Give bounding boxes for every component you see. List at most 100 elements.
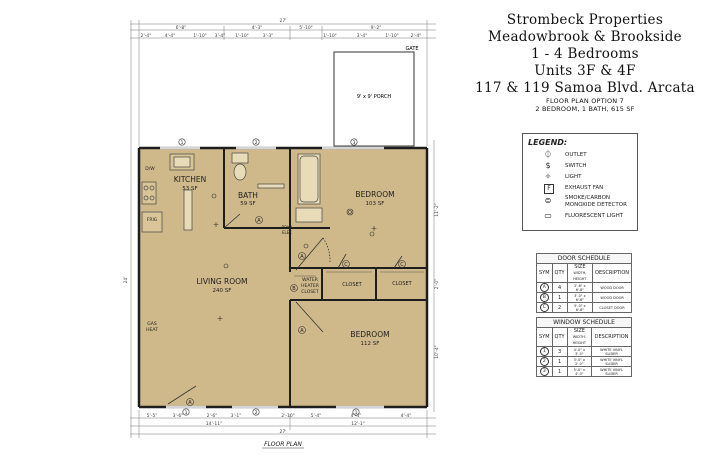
dimension-text: 27' 6'-8" 4'-3" 5'-10" 9'-2" 2'-4" 4'-4"… — [123, 18, 440, 435]
legend-box: LEGEND: ⏀ OUTLET $ SWITCH ✧ LIGHT F EXHA… — [522, 133, 638, 231]
water-heater-label-2: HEATER — [301, 283, 319, 289]
svg-text:4'-4": 4'-4" — [165, 33, 176, 39]
door-tags: A A B A A C C — [186, 216, 406, 406]
interior-walls — [223, 148, 427, 406]
bath-label: BATH — [238, 191, 258, 200]
legend-fluorescent-light: FLUORESCENT LIGHT — [565, 213, 624, 219]
fluorescent-light-icon: ▭ — [544, 211, 552, 220]
table-row: C 2 5'-0" x 6'-8" CLOSET DOOR — [536, 302, 632, 313]
water-heater-label-1: WATER — [302, 277, 318, 283]
smoke-detector-icon: ⊜ — [544, 196, 552, 205]
legend-light: LIGHT — [565, 174, 582, 180]
table-row: A 4 2'-6" x 6'-8" WOOD DOOR — [536, 282, 632, 293]
window-header-qty: QTY — [551, 327, 568, 347]
legend-exhaust-fan: EXHAUST FAN — [565, 185, 604, 191]
window-header-description: DESCRIPTION — [591, 327, 632, 347]
porch-outline — [333, 51, 415, 147]
svg-text:4'-3": 4'-3" — [252, 25, 263, 31]
svg-text:A: A — [188, 400, 192, 406]
bedroom1-area: 103 SF — [366, 201, 385, 207]
closet2-label: CLOSET — [392, 281, 412, 287]
svg-text:2'-4": 2'-4" — [411, 33, 422, 39]
svg-text:3'-3": 3'-3" — [263, 33, 274, 39]
svg-text:2'-4": 2'-4" — [141, 33, 152, 39]
title-units: Units 3F & 4F — [534, 63, 636, 79]
water-heater-label-3: CLOSET — [301, 289, 319, 295]
title-company: Strombeck Properties — [506, 12, 664, 28]
living-room-area: 240 SF — [213, 288, 232, 294]
svg-text:C: C — [344, 262, 348, 268]
kitchen-area: 53 SF — [182, 186, 197, 192]
svg-text:3'-6": 3'-6" — [173, 413, 184, 419]
svg-text:3'-4": 3'-4" — [215, 33, 226, 39]
table-row: 2 1 3'-0" x 2'-0" WHITE VINYL SLIDER — [536, 356, 632, 367]
window-tags: 1 2 3 1 2 1 — [178, 138, 360, 416]
svg-text:10'-4": 10'-4" — [434, 345, 440, 359]
title-option: FLOOR PLAN OPTION 7 — [546, 97, 624, 105]
closet-shelves — [294, 271, 424, 277]
table-row: B 1 3'-0" x 6'-8" WOOD DOOR — [536, 292, 632, 303]
svg-text:1: 1 — [185, 410, 188, 416]
svg-text:2'-10": 2'-10" — [281, 413, 295, 419]
door-header-description: DESCRIPTION — [592, 263, 632, 283]
svg-text:11'-2": 11'-2" — [434, 203, 440, 217]
svg-text:A: A — [257, 218, 261, 224]
svg-text:9'-2": 9'-2" — [371, 25, 382, 31]
svg-text:4'-4": 4'-4" — [401, 413, 412, 419]
window-frames — [160, 147, 384, 408]
title-block: Strombeck Properties Meadowbrook & Brook… — [470, 12, 700, 113]
svg-text:14'-11": 14'-11" — [206, 421, 222, 427]
svg-text:27': 27' — [280, 18, 287, 24]
legend-switch: SWITCH — [565, 163, 587, 169]
svg-text:2: 2 — [255, 410, 258, 416]
svg-text:2'-0": 2'-0" — [434, 279, 440, 290]
svg-text:1'-10": 1'-10" — [235, 33, 249, 39]
living-room-label: LIVING ROOM — [196, 277, 247, 286]
exhaust-fan-icon: F — [544, 184, 554, 194]
svg-text:1'-10": 1'-10" — [385, 33, 399, 39]
title-community: Meadowbrook & Brookside — [488, 29, 682, 45]
door-swings — [167, 213, 403, 405]
gate-label: GATE — [405, 46, 418, 52]
svg-text:6'-8": 6'-8" — [176, 25, 187, 31]
door-schedule-title: DOOR SCHEDULE — [536, 253, 632, 264]
window-header-sym: SYM — [536, 327, 553, 347]
legend-title: LEGEND: — [528, 138, 568, 147]
gas-heat-label-2: HEAT — [146, 327, 158, 333]
svg-text:A: A — [300, 254, 304, 260]
svg-text:5'-5": 5'-5" — [147, 413, 158, 419]
closet1-label: CLOSET — [342, 282, 362, 288]
svg-text:2: 2 — [255, 140, 258, 146]
svg-text:4'-4": 4'-4" — [351, 413, 362, 419]
electrical-symbols — [211, 193, 377, 321]
svg-text:C: C — [400, 262, 404, 268]
svg-text:5'-4": 5'-4" — [311, 413, 322, 419]
svg-text:A: A — [300, 328, 304, 334]
svg-text:2'-6": 2'-6" — [207, 413, 218, 419]
svg-text:B: B — [292, 286, 296, 292]
svg-text:1: 1 — [355, 410, 358, 416]
bedroom2-area: 112 SF — [361, 341, 380, 347]
bath-fixtures — [231, 152, 323, 223]
gas-heat-label-1: GAS — [147, 321, 157, 327]
dw-label: D/W — [145, 166, 155, 172]
floor-plan-caption: FLOOR PLAN — [264, 441, 302, 448]
frig-label: FRIG — [147, 217, 158, 223]
bedroom1-label: BEDROOM — [355, 190, 394, 199]
bedroom2-label: BEDROOM — [350, 330, 389, 339]
kitchen-fixtures — [141, 153, 195, 233]
table-row: 1 3 4'-0" x 3'-0" WHITE VINYL SLIDER — [536, 346, 632, 357]
door-header-sym: SYM — [536, 263, 553, 283]
svg-text:27': 27' — [280, 429, 287, 435]
breaker-label-2: ELEC — [282, 230, 292, 235]
svg-text:1'-10": 1'-10" — [193, 33, 207, 39]
switch-icon: $ — [545, 161, 551, 170]
legend-outlet: OUTLET — [565, 152, 587, 158]
svg-text:24': 24' — [123, 277, 129, 284]
title-address: 117 & 119 Samoa Blvd. Arcata — [475, 80, 695, 96]
svg-text:3'-4": 3'-4" — [357, 33, 368, 39]
